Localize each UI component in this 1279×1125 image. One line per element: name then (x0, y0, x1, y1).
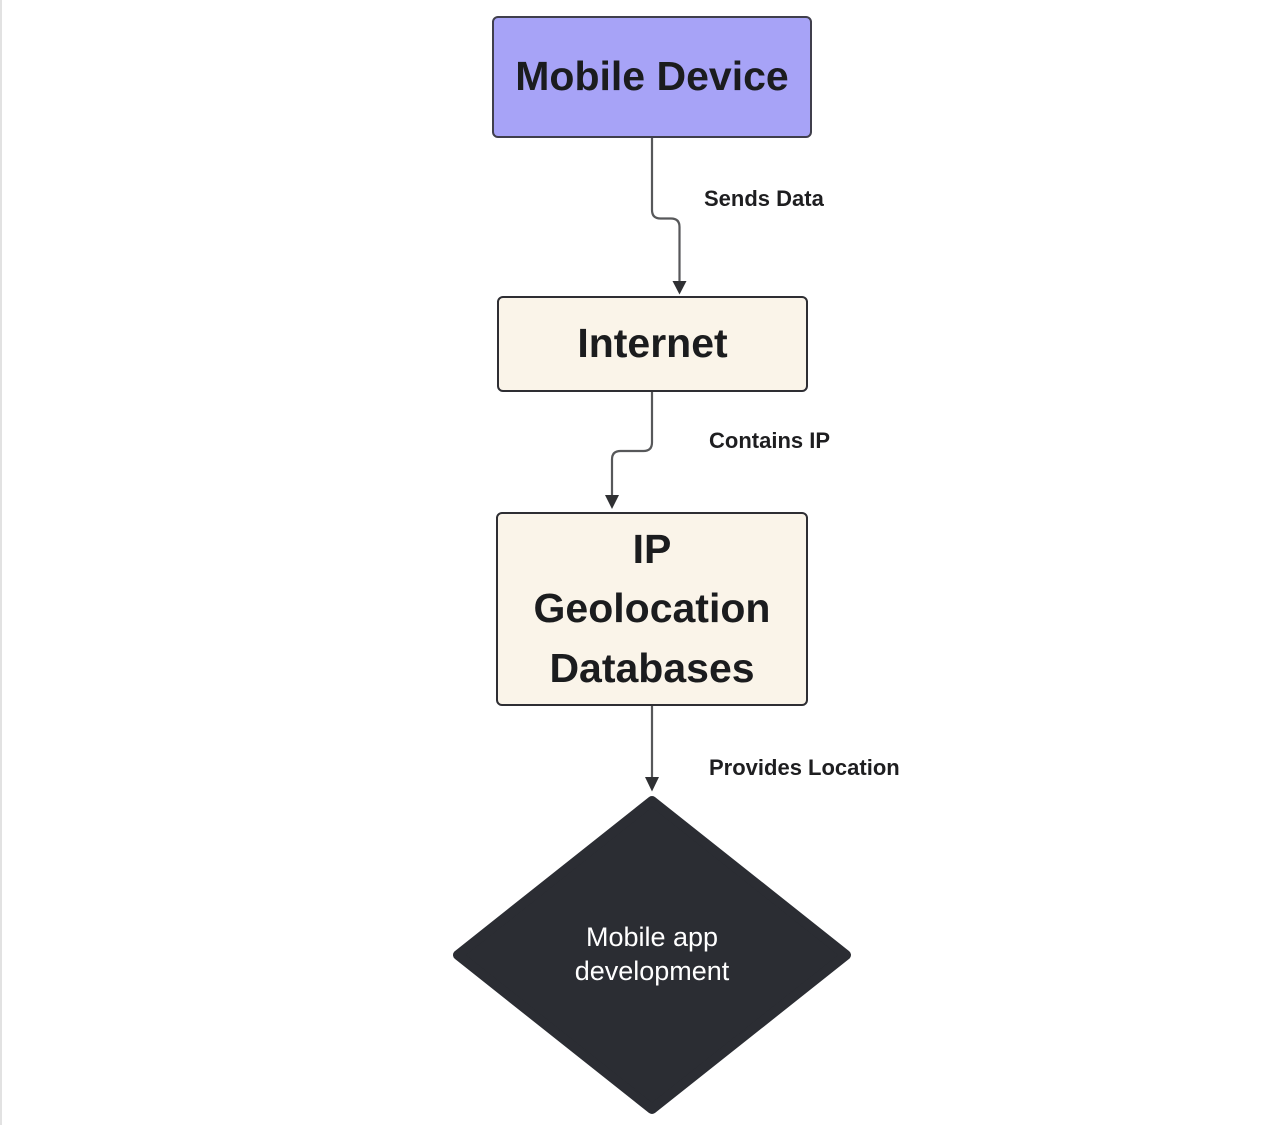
node-label-internet: Internet (577, 320, 728, 367)
arrowhead-icon (605, 495, 619, 509)
edge-contains-ip-line (610, 392, 654, 496)
arrowhead-icon (645, 777, 659, 792)
node-internet: Internet (497, 296, 808, 392)
node-ip-geolocation-databases: IP Geolocation Databases (496, 512, 808, 706)
edge-label-provides-location: Provides Location (709, 755, 900, 781)
edge-label-sends-data: Sends Data (704, 186, 824, 212)
diamond-shape-mobile-app-development (453, 796, 851, 1114)
node-label-ip-geolocation-databases: IP Geolocation Databases (533, 525, 771, 691)
arrowhead-icon (672, 281, 687, 295)
edge-sends-data-line (650, 138, 681, 282)
node-mobile-device: Mobile Device (492, 16, 812, 138)
node-label-mobile-device: Mobile Device (515, 53, 789, 100)
edge-label-contains-ip: Contains IP (709, 428, 831, 454)
node-label-mobile-app-development: Mobile app development (574, 922, 730, 987)
